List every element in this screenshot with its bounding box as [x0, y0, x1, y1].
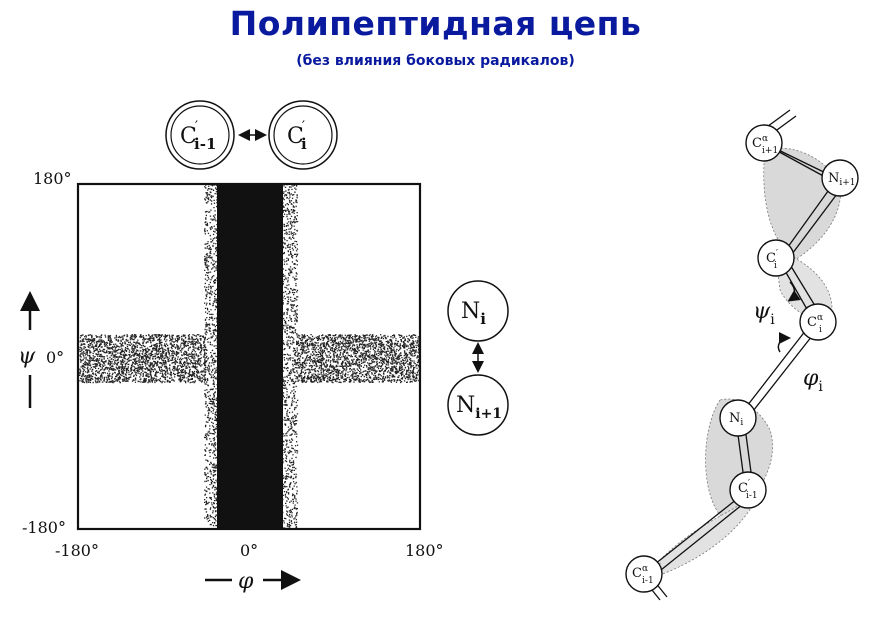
- chain-atom-c-prime-i: C′i: [757, 239, 795, 277]
- phi-rotation-arrow-icon: [777, 332, 791, 353]
- svg-text:Ni+1: Ni+1: [456, 393, 502, 422]
- page-title: Полипептидная цепь: [229, 4, 642, 43]
- svg-text:C′i: C′i: [766, 249, 778, 271]
- x-tick-left: -180°: [55, 541, 99, 560]
- svg-text:C′i-1: C′i-1: [738, 479, 758, 501]
- svg-text:Ni+1: Ni+1: [828, 171, 856, 188]
- svg-text:Cαi+1: Cαi+1: [752, 134, 778, 156]
- clash-ci-1-sub: i-1: [194, 135, 216, 153]
- y-tick-mid: 0°: [46, 348, 64, 367]
- svg-text:C′i: C′i: [287, 119, 307, 153]
- psi-rotation-arrow-icon: [787, 281, 801, 302]
- clash-ni-atom: Ni: [447, 280, 509, 342]
- plot-frame: [76, 182, 422, 531]
- x-tick-right: 180°: [405, 541, 444, 560]
- chain-atom-n-i: Ni: [719, 399, 757, 437]
- svg-text:Ni: Ni: [461, 299, 486, 328]
- clash-ci-1-base: C: [180, 124, 197, 149]
- y-tick-bottom: -180°: [22, 518, 66, 537]
- svg-text:Cαi: Cαi: [807, 313, 823, 335]
- page-subtitle: (без влияния боковых радикалов): [296, 53, 575, 69]
- svg-text:Cαi-1: Cαi-1: [632, 564, 654, 586]
- phi-axis-label: φ: [238, 569, 254, 594]
- psi-i-label: ψi: [753, 299, 775, 328]
- phi-i-label: φi: [803, 366, 823, 395]
- clash-ni1-atom: Ni+1: [447, 374, 509, 436]
- ramachandran-plot: 180° 0° -180° -180° 0° 180° ψ φ: [18, 169, 444, 594]
- svg-text:C′i-1: C′i-1: [180, 119, 216, 153]
- clash-ci-1-atom: C′i-1: [165, 100, 235, 170]
- allowed-region-speckle: [79, 184, 421, 530]
- chain-atom-c-prime-i-1: C′i-1: [729, 471, 767, 509]
- chain-atom-n-i+1: Ni+1: [821, 159, 859, 197]
- psi-axis-label: ψ: [18, 344, 36, 369]
- forbidden-band: [217, 184, 283, 529]
- clash-ci-atom: C′i: [268, 100, 338, 170]
- y-tick-top: 180°: [33, 169, 72, 188]
- x-tick-mid: 0°: [240, 541, 258, 560]
- bond-envelope-upper: [763, 147, 841, 261]
- svg-text:Ni: Ni: [729, 411, 743, 428]
